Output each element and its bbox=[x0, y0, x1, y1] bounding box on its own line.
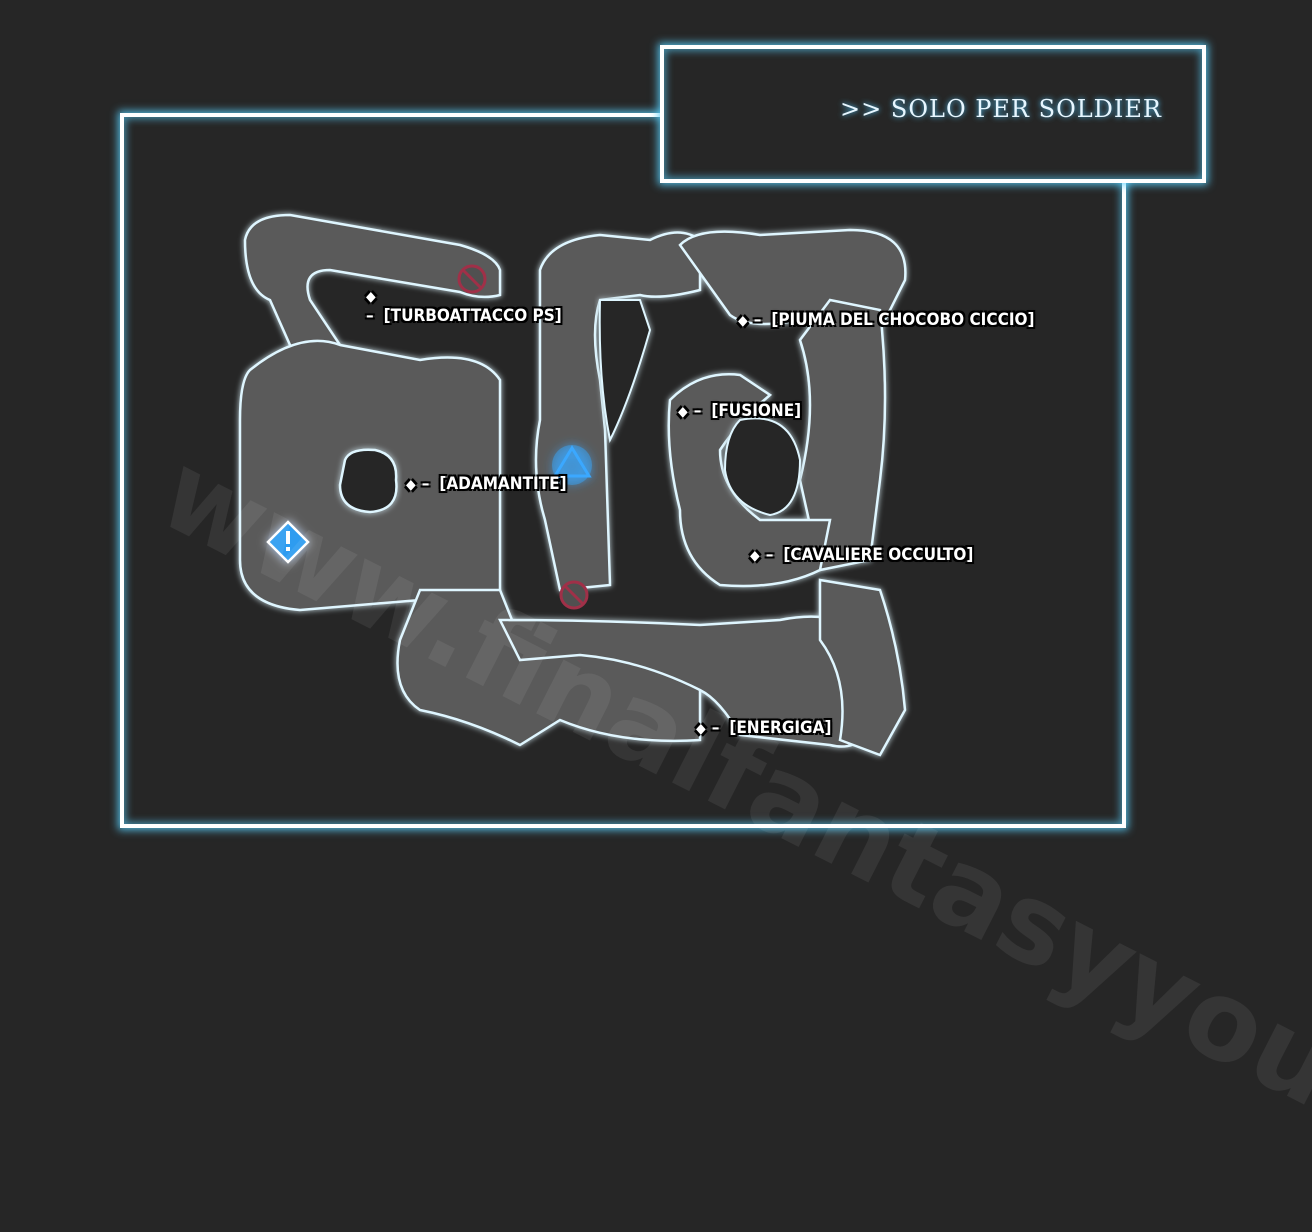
event-marker bbox=[266, 520, 310, 564]
item-fusione: ◆–[FUSIONE] bbox=[678, 401, 802, 421]
item-energiga: ◆–[ENERGIGA] bbox=[696, 718, 832, 738]
inner-hole-left bbox=[598, 299, 652, 444]
diamond-icon: ◆ bbox=[750, 548, 760, 564]
item-adamantite: ◆–[ADAMANTITE] bbox=[406, 474, 567, 494]
diamond-icon: ◆ bbox=[678, 404, 688, 420]
pillar-hole bbox=[338, 448, 398, 514]
diamond-icon: ◆ bbox=[406, 477, 416, 493]
diamond-icon: ◆ bbox=[738, 313, 748, 329]
player-start-marker bbox=[552, 445, 592, 485]
diamond-icon: ◆ bbox=[696, 721, 706, 737]
diamond-icon: ◆ bbox=[366, 289, 376, 305]
item-piuma-chocobo: ◆–[PIUMA DEL CHOCOBO CICCIO] bbox=[738, 310, 1035, 330]
restricted-top-marker bbox=[457, 264, 487, 294]
triangle-icon bbox=[552, 445, 592, 478]
inner-hole-right bbox=[723, 417, 802, 517]
restricted-bottom-marker bbox=[559, 580, 589, 610]
item-cavaliere-occulto: ◆–[CAVALIERE OCCULTO] bbox=[750, 545, 974, 565]
info-box: >> SOLO PER SOLDIER bbox=[660, 45, 1206, 183]
dungeon-map bbox=[238, 213, 907, 757]
soldier-only-note: >> SOLO PER SOLDIER bbox=[840, 95, 1162, 123]
item-turboattacco: ◆ –[TURBOATTACCO PS] bbox=[366, 289, 562, 326]
